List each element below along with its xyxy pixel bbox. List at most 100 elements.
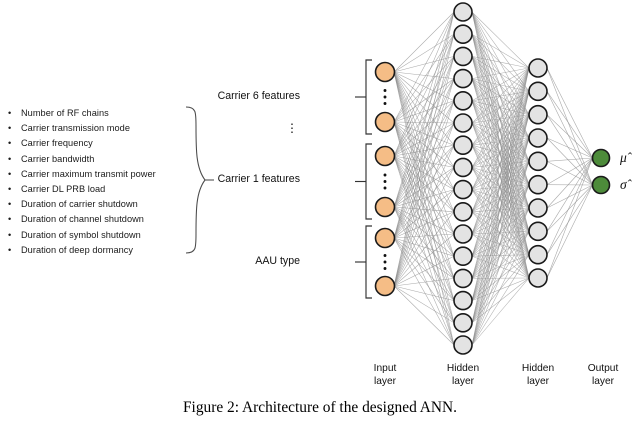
network-edge xyxy=(546,157,593,255)
network-edge xyxy=(471,207,530,346)
layer-label-hidden-2: Hidden layer xyxy=(507,363,569,388)
network-edge xyxy=(546,184,593,279)
network-edge xyxy=(471,91,530,346)
bullet-icon: • xyxy=(8,214,12,225)
network-edge xyxy=(471,91,530,102)
input-group-3-ellipsis-dot xyxy=(383,267,387,270)
network-edge xyxy=(471,137,530,168)
input-group-3-ellipsis-dot xyxy=(383,254,387,257)
network-edge xyxy=(393,285,455,301)
network-edge xyxy=(471,11,530,139)
network-edge xyxy=(471,56,530,139)
network-edge xyxy=(471,67,530,168)
layer-label-line2: layer xyxy=(373,375,397,387)
network-edge xyxy=(471,11,530,69)
hidden1-node-11 xyxy=(453,224,473,244)
network-edge xyxy=(546,157,593,232)
network-edge xyxy=(393,78,455,287)
list-item: • Duration of symbol shutdown xyxy=(8,228,186,243)
hidden1-node-5 xyxy=(453,91,473,111)
network-edge xyxy=(393,121,455,146)
network-edge xyxy=(471,145,530,255)
network-edge xyxy=(393,11,455,123)
bullet-icon: • xyxy=(8,108,12,118)
network-edge xyxy=(471,189,530,209)
network-edge xyxy=(393,11,455,239)
hidden1-node-3 xyxy=(453,46,473,67)
network-edge xyxy=(393,255,455,287)
network-edge xyxy=(471,67,530,346)
input-node-2 xyxy=(374,111,396,133)
network-edge xyxy=(393,121,455,346)
hidden1-node-8 xyxy=(453,157,473,178)
list-item: • Number of RF chains xyxy=(8,106,186,121)
network-edge xyxy=(393,11,455,208)
network-edge xyxy=(471,100,530,185)
network-edge xyxy=(393,155,455,301)
hidden2-node-7 xyxy=(528,198,548,218)
network-edge xyxy=(471,161,530,346)
input-feature-list: • Number of RF chains • Carrier transmis… xyxy=(8,106,186,258)
network-edge xyxy=(471,145,530,279)
network-edge xyxy=(393,155,455,213)
input-group-2-ellipsis-dot xyxy=(383,180,387,183)
list-item: • Carrier DL PRB load xyxy=(8,182,186,197)
network-edge xyxy=(471,161,530,213)
network-edge xyxy=(393,100,455,157)
network-edge xyxy=(393,144,455,157)
network-edge xyxy=(393,145,455,208)
network-edge xyxy=(393,121,455,279)
input-group-label-aau-type: AAU type xyxy=(255,255,300,267)
network-edge xyxy=(393,121,455,168)
bullet-icon: • xyxy=(8,123,12,134)
network-edge xyxy=(471,67,530,146)
network-edge xyxy=(393,100,455,287)
hidden2-node-6 xyxy=(528,174,548,195)
output-symbol-mu-hat: μ̂ xyxy=(620,150,627,165)
network-edge xyxy=(471,137,530,190)
hidden1-node-14 xyxy=(453,290,473,311)
network-edge xyxy=(471,167,530,185)
feature-label: Carrier DL PRB load xyxy=(21,184,106,195)
network-edge xyxy=(393,71,455,279)
network-edge xyxy=(393,155,455,257)
output-node-1 xyxy=(591,148,611,168)
network-edge xyxy=(393,145,455,239)
hidden2-node-8 xyxy=(528,221,548,242)
network-edge xyxy=(393,71,455,257)
network-edge xyxy=(471,78,530,139)
hidden1-node-7 xyxy=(453,135,473,155)
list-item: • Duration of carrier shutdown xyxy=(8,197,186,212)
network-edge xyxy=(393,155,455,190)
input-groups-ellipsis: ⋮ xyxy=(286,121,298,135)
network-edge xyxy=(471,56,530,92)
layer-label-input: Input layer xyxy=(355,363,415,388)
network-edge xyxy=(471,11,530,92)
input-group-1-ellipsis-dot xyxy=(383,102,387,105)
bullet-icon: • xyxy=(8,199,12,210)
network-edge xyxy=(471,34,530,139)
input-group-2-bracket xyxy=(365,143,372,220)
network-edge xyxy=(393,122,455,239)
hidden2-node-9 xyxy=(528,244,548,265)
network-edge xyxy=(471,254,530,301)
network-edge xyxy=(393,11,455,287)
layer-label-output: Output layer xyxy=(572,363,634,388)
network-edge xyxy=(393,233,455,239)
network-edge xyxy=(393,78,455,157)
network-edge xyxy=(393,56,455,157)
network-edge xyxy=(393,122,455,157)
output-node-2 xyxy=(591,175,611,195)
hidden1-node-15 xyxy=(453,312,473,333)
hidden1-node-12 xyxy=(453,246,473,267)
network-edge xyxy=(393,122,455,287)
hidden2-node-1 xyxy=(528,58,548,78)
network-edge xyxy=(471,277,530,324)
hidden1-node-4 xyxy=(453,68,473,89)
network-edge xyxy=(471,233,530,255)
network-edge xyxy=(393,34,455,287)
network-edge xyxy=(546,91,593,186)
list-item: • Carrier bandwidth xyxy=(8,152,186,167)
